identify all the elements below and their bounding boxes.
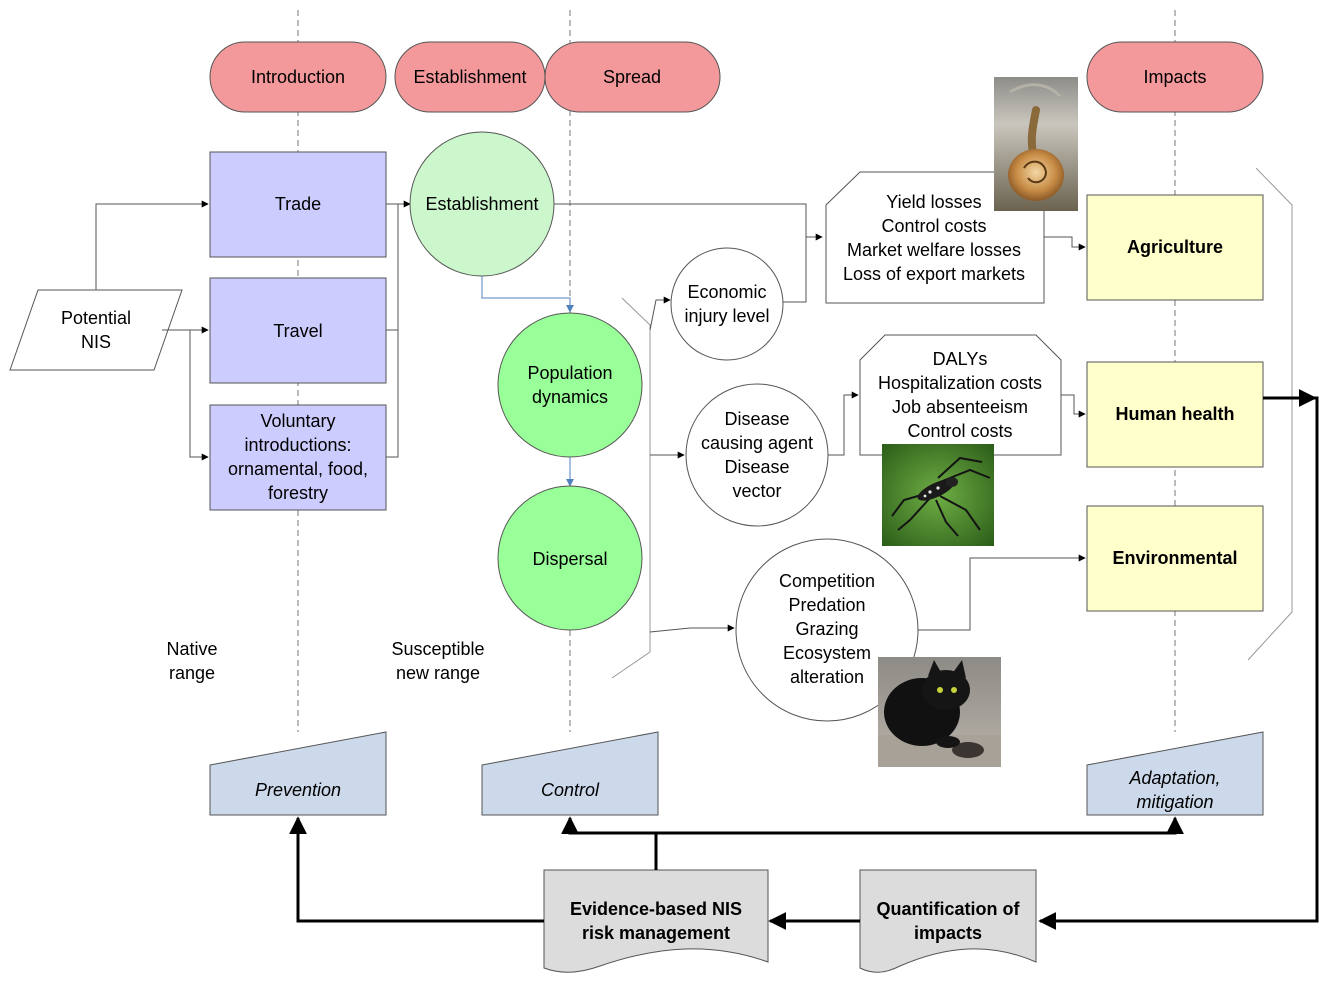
svg-text:Environmental: Environmental [1112, 548, 1237, 568]
svg-text:NIS: NIS [81, 332, 111, 352]
svg-text:Control costs: Control costs [907, 421, 1012, 441]
impact-human-health: Human health [1086, 361, 1264, 468]
svg-text:Voluntary: Voluntary [260, 411, 335, 431]
phase-header-spread: Spread [544, 41, 721, 113]
new-range-label: Susceptible new range [391, 639, 484, 683]
svg-text:Loss of export markets: Loss of export markets [843, 264, 1025, 284]
svg-text:Grazing: Grazing [795, 619, 858, 639]
svg-text:Economic: Economic [687, 282, 766, 302]
health-costs-to-health-arrow [1061, 394, 1086, 418]
establishment-circle: Establishment [409, 131, 555, 277]
svg-text:ornamental, food,: ornamental, food, [228, 459, 368, 479]
svg-text:Disease: Disease [724, 457, 789, 477]
svg-text:Hospitalization costs: Hospitalization costs [878, 373, 1042, 393]
svg-text:Introduction: Introduction [251, 67, 345, 87]
svg-text:Evidence-based NIS: Evidence-based NIS [570, 899, 742, 919]
svg-text:alteration: alteration [790, 667, 864, 687]
spread-brace [611, 297, 651, 679]
svg-text:injury level: injury level [684, 306, 769, 326]
ecological-circle: Competition Predation Grazing Ecosystem … [735, 538, 919, 722]
svg-text:Native: Native [166, 639, 217, 659]
population-dynamics-circle: Population dynamics [497, 312, 643, 458]
svg-text:risk management: risk management [582, 923, 730, 943]
svg-text:Adaptation,: Adaptation, [1128, 768, 1220, 788]
svg-text:Trade: Trade [275, 194, 321, 214]
svg-text:Prevention: Prevention [255, 780, 341, 800]
pathway-trade: Trade [209, 151, 387, 258]
ecological-to-environmental-arrow [918, 554, 1086, 631]
cat-photo [878, 657, 1001, 767]
quantification-doc: Quantification of impacts [859, 869, 1037, 973]
svg-text:Ecosystem: Ecosystem [783, 643, 871, 663]
svg-text:Job absenteeism: Job absenteeism [892, 397, 1028, 417]
svg-text:introductions:: introductions: [244, 435, 351, 455]
svg-text:Competition: Competition [779, 571, 875, 591]
svg-text:impacts: impacts [914, 923, 982, 943]
phase-header-introduction: Introduction [209, 41, 387, 113]
management-prevention: Prevention [209, 731, 387, 816]
establishment-to-population-arrow [481, 276, 574, 313]
svg-text:Control costs: Control costs [881, 216, 986, 236]
mosquito-photo [882, 444, 994, 546]
economic-injury-circle: Economic injury level [670, 247, 784, 361]
svg-text:Population: Population [527, 363, 612, 383]
svg-text:Susceptible: Susceptible [391, 639, 484, 659]
svg-text:vector: vector [732, 481, 781, 501]
svg-text:dynamics: dynamics [532, 387, 608, 407]
svg-text:causing agent: causing agent [701, 433, 813, 453]
spread-connectors [554, 203, 823, 633]
svg-text:Disease: Disease [724, 409, 789, 429]
disease-to-health-costs-arrow [828, 391, 859, 456]
impact-agriculture: Agriculture [1086, 194, 1264, 301]
svg-text:Market welfare losses: Market welfare losses [847, 240, 1021, 260]
svg-text:Control: Control [541, 780, 600, 800]
disease-circle: Disease causing agent Disease vector [685, 383, 829, 527]
pathway-voluntary: Voluntary introductions: ornamental, foo… [209, 404, 387, 511]
svg-text:Agriculture: Agriculture [1127, 237, 1223, 257]
svg-text:mitigation: mitigation [1136, 792, 1213, 812]
pathway-travel: Travel [209, 277, 387, 384]
dispersal-circle: Dispersal [497, 485, 643, 631]
phase-header-establishment: Establishment [394, 41, 546, 113]
management-control: Control [481, 731, 659, 816]
phase-header-impacts: Impacts [1086, 41, 1264, 113]
svg-text:Predation: Predation [788, 595, 865, 615]
svg-text:Dispersal: Dispersal [532, 549, 607, 569]
health-costs-box: DALYs Hospitalization costs Job absentee… [859, 334, 1062, 456]
svg-text:DALYs: DALYs [933, 349, 988, 369]
feedback-loop-arrows [289, 389, 1319, 930]
impact-environmental: Environmental [1086, 505, 1264, 612]
svg-text:Potential: Potential [61, 308, 131, 328]
svg-text:range: range [169, 663, 215, 683]
intro-connectors [95, 200, 411, 461]
svg-text:Human health: Human health [1115, 404, 1234, 424]
svg-text:Spread: Spread [603, 67, 661, 87]
svg-text:Yield losses: Yield losses [886, 192, 981, 212]
potential-nis-node: Potential NIS [9, 289, 183, 371]
management-adaptation: Adaptation, mitigation [1086, 731, 1264, 816]
svg-text:Establishment: Establishment [425, 194, 538, 214]
svg-text:Impacts: Impacts [1143, 67, 1206, 87]
evidence-based-management-doc: Evidence-based NIS risk management [543, 869, 769, 973]
svg-text:Establishment: Establishment [413, 67, 526, 87]
svg-text:new range: new range [396, 663, 480, 683]
svg-text:forestry: forestry [268, 483, 328, 503]
svg-text:Travel: Travel [273, 321, 322, 341]
ag-costs-to-agriculture-arrow [1044, 236, 1086, 251]
svg-text:Quantification of: Quantification of [877, 899, 1021, 919]
snail-photo [994, 77, 1078, 211]
impacts-brace [1247, 167, 1293, 661]
native-range-label: Native range [166, 639, 217, 683]
